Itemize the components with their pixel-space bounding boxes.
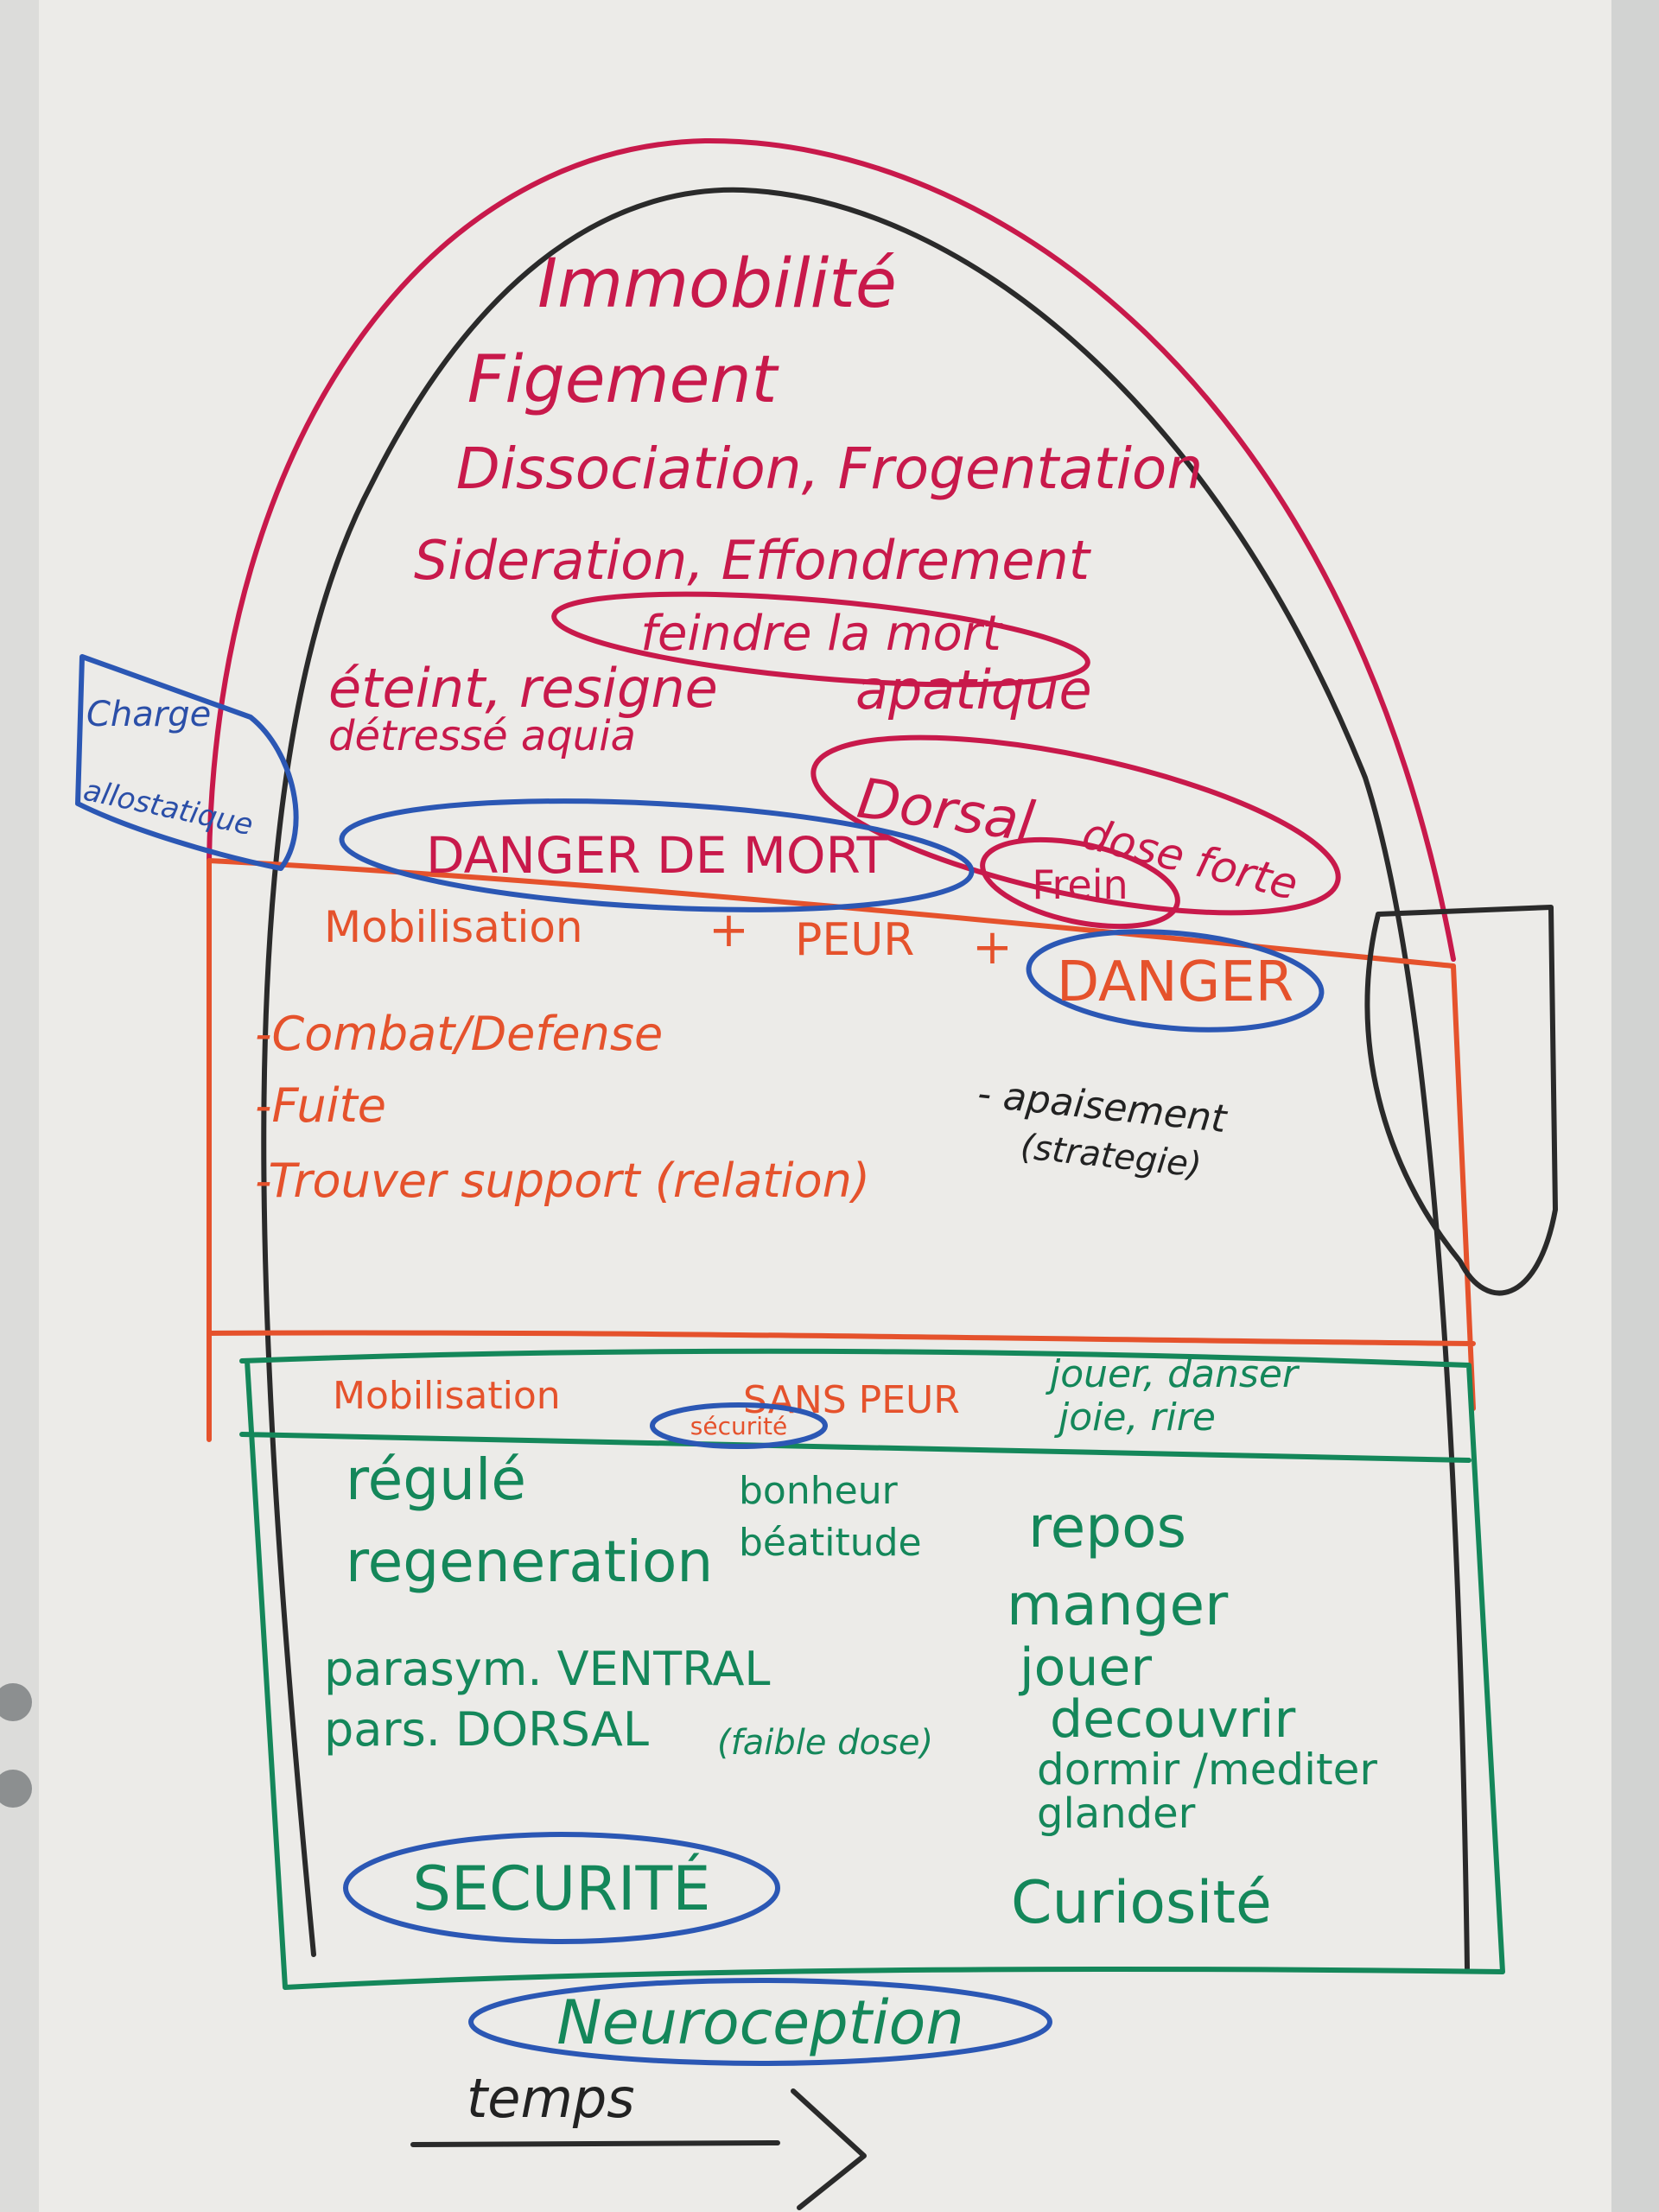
flight-item: -Fuite <box>255 1078 386 1133</box>
activity-jouer: jouer <box>1018 1637 1152 1698</box>
wall-left <box>0 0 39 2212</box>
activity-glander: glander <box>1037 1789 1196 1838</box>
label-parasym-ventral: parasym. VENTRAL <box>324 1642 770 1696</box>
dorsal-ellipse <box>810 734 1341 916</box>
charge-allostatique-box <box>75 654 299 871</box>
fight-item: -Combat/Defense <box>255 1007 663 1061</box>
red-arch <box>207 137 1456 962</box>
label-bonheur: bonheur <box>739 1469 899 1513</box>
wall-right <box>1611 0 1659 2212</box>
label-jouer-danser: jouer, danser <box>1046 1352 1300 1396</box>
label-joie-rire: joie, rire <box>1054 1395 1216 1440</box>
label-pars-dorsal: pars. DORSAL <box>324 1702 649 1757</box>
label-sideration: Sideration, Effondrement <box>414 529 1092 592</box>
danger-de-mort-ellipse <box>339 798 975 912</box>
label-danger: DANGER <box>1057 950 1294 1014</box>
label-danger-de-mort: DANGER DE MORT <box>426 826 888 885</box>
label-frein: Frein <box>1032 861 1128 908</box>
activity-dormir-mediter: dormir /mediter <box>1037 1745 1377 1795</box>
black-loop <box>1364 905 1558 1296</box>
label-dissociation: Dissociation, Frogentation <box>456 435 1203 502</box>
support-item: -Trouver support (relation) <box>255 1154 870 1208</box>
label-peur: PEUR <box>795 914 914 966</box>
label-curiosite: Curiosité <box>1011 1869 1272 1937</box>
feindre-ellipse <box>551 591 1090 688</box>
label-figement: Figement <box>467 340 780 417</box>
activity-manger: manger <box>1007 1572 1229 1638</box>
label-eteint-resigne: éteint, resigne <box>328 657 718 720</box>
label-faible-dose: (faible dose) <box>717 1723 933 1763</box>
neuroception-ellipse <box>468 1978 1052 2066</box>
label-apatique: apatique <box>855 658 1092 721</box>
danger-ellipse <box>1026 929 1325 1033</box>
frein-ellipse <box>980 836 1180 930</box>
label-mobilisation-play: Mobilisation <box>333 1374 561 1418</box>
label-plus: + <box>709 902 749 958</box>
label-detresse: détressé aquia <box>328 712 636 760</box>
activity-repos: repos <box>1028 1494 1186 1560</box>
magnet-icon <box>0 1683 32 1721</box>
label-feindre-la-mort: feindre la mort <box>640 606 1003 662</box>
label-mobilisation: Mobilisation <box>324 902 583 952</box>
black-arch <box>261 187 1470 1971</box>
label-securite: SECURITÉ <box>412 1853 710 1924</box>
label-securite-small: sécurité <box>690 1412 787 1440</box>
label-neuroception: Neuroception <box>556 1987 963 2058</box>
label-charge: Charge <box>86 695 211 734</box>
label-regeneration: regeneration <box>346 1529 713 1595</box>
securite-ellipse <box>343 1832 780 1944</box>
magnet-icon <box>0 1770 32 1808</box>
label-temps: temps <box>467 2067 635 2130</box>
label-regule: régulé <box>346 1446 526 1513</box>
securite-small-ellipse <box>650 1402 828 1449</box>
green-zone-border <box>239 1348 1505 1990</box>
label-plus: + <box>972 919 1013 976</box>
activity-decouvrir: decouvrir <box>1050 1689 1296 1750</box>
label-sans-peur: SANS PEUR <box>743 1378 960 1422</box>
time-arrow <box>410 2088 867 2210</box>
label-beatitude: béatitude <box>739 1521 922 1565</box>
label-immobilite: Immobilité <box>537 245 897 323</box>
